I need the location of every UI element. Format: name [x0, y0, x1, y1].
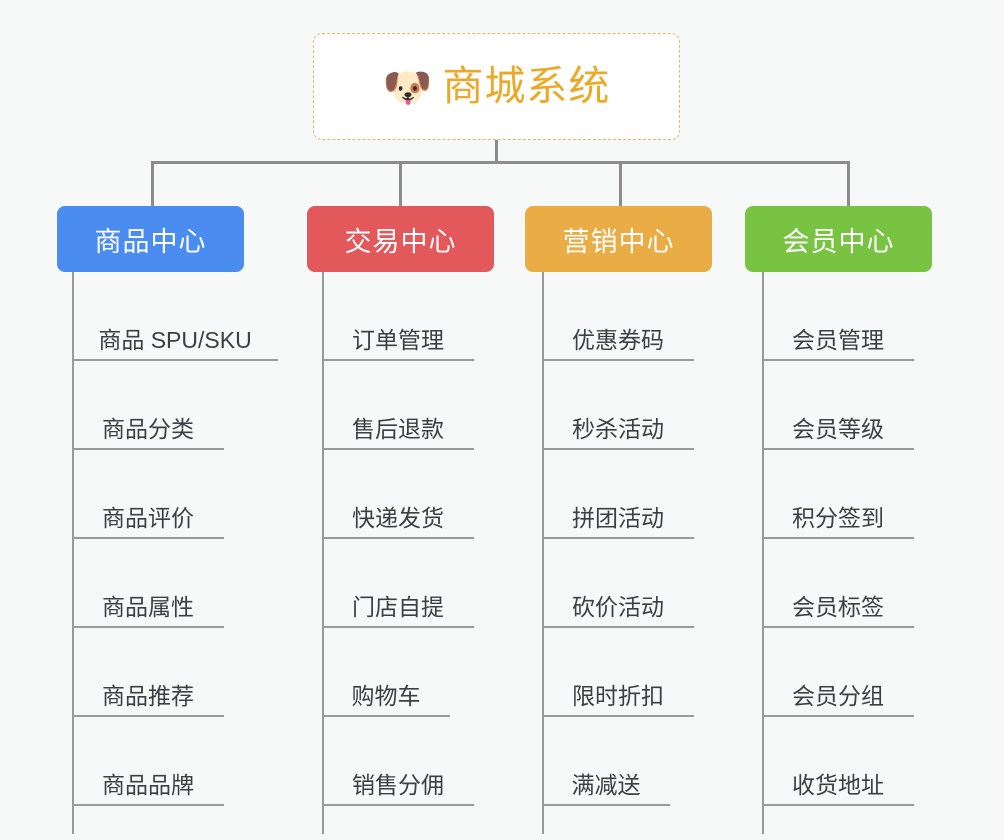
- leaf-label: 砍价活动: [572, 593, 664, 620]
- leaf-item[interactable]: 会员等级: [762, 361, 914, 450]
- connector-root-stem: [495, 140, 498, 164]
- leaf-label: 优惠券码: [572, 326, 664, 353]
- connector-drop-product-center: [151, 161, 154, 207]
- leaf-label: 会员管理: [792, 326, 884, 353]
- branch-trunk: [322, 272, 324, 834]
- leaf-label: 商品属性: [102, 593, 194, 620]
- root-title: 商城系统: [442, 63, 611, 109]
- leaf-label: 满减送: [571, 771, 641, 798]
- leaf-item[interactable]: 商品属性: [72, 539, 224, 628]
- category-label: 营销中心: [562, 226, 675, 257]
- leaf-label: 购物车: [351, 682, 421, 709]
- leaf-item[interactable]: 满减送: [542, 717, 670, 806]
- leaf-label: 商品推荐: [102, 682, 194, 709]
- dog-face-icon: 🐶: [382, 65, 433, 110]
- leaf-item[interactable]: 商品分类: [72, 361, 224, 450]
- category-box-product-center[interactable]: 商品中心: [57, 206, 244, 272]
- leaf-item[interactable]: 商品推荐: [72, 628, 224, 717]
- leaf-item[interactable]: 快递发货: [322, 450, 474, 539]
- leaf-label: 会员分组: [792, 682, 884, 709]
- leaf-item[interactable]: 会员标签: [762, 539, 914, 628]
- leaf-item[interactable]: 售后退款: [322, 361, 474, 450]
- leaf-label: 售后退款: [352, 415, 444, 442]
- branch-trunk: [542, 272, 544, 834]
- leaf-item[interactable]: 销售分佣: [322, 717, 474, 806]
- leaf-label: 限时折扣: [572, 682, 664, 709]
- connector-drop-marketing-center: [619, 161, 622, 207]
- leaf-label: 商品分类: [102, 415, 194, 442]
- leaf-item[interactable]: 订单管理: [322, 272, 474, 361]
- branch-trunk: [72, 272, 74, 834]
- leaf-item[interactable]: 限时折扣: [542, 628, 694, 717]
- category-label: 交易中心: [344, 226, 457, 257]
- leaf-label: 会员等级: [792, 415, 884, 442]
- leaf-label: 订单管理: [352, 326, 444, 353]
- leaf-item[interactable]: 收货地址: [762, 717, 914, 806]
- leaf-item[interactable]: 拼团活动: [542, 450, 694, 539]
- leaf-item[interactable]: 积分签到: [762, 450, 914, 539]
- leaf-item[interactable]: 优惠券码: [542, 272, 694, 361]
- leaf-item[interactable]: 会员分组: [762, 628, 914, 717]
- leaf-label: 收货地址: [792, 771, 884, 798]
- leaf-item[interactable]: 砍价活动: [542, 539, 694, 628]
- leaf-label: 销售分佣: [352, 771, 444, 798]
- leaf-item[interactable]: 门店自提: [322, 539, 474, 628]
- leaf-label: 秒杀活动: [572, 415, 664, 442]
- leaf-label: 商品 SPU/SKU: [98, 326, 252, 353]
- leaf-label: 商品评价: [102, 504, 194, 531]
- leaf-label: 积分签到: [792, 504, 884, 531]
- leaf-label: 商品品牌: [102, 771, 194, 798]
- leaf-item[interactable]: 商品评价: [72, 450, 224, 539]
- connector-drop-trade-center: [399, 161, 402, 207]
- category-box-marketing-center[interactable]: 营销中心: [525, 206, 712, 272]
- connector-drop-member-center: [847, 161, 850, 207]
- category-box-trade-center[interactable]: 交易中心: [307, 206, 494, 272]
- category-label: 会员中心: [782, 226, 895, 257]
- connector-horizontal-bus: [151, 161, 850, 164]
- leaf-item[interactable]: 秒杀活动: [542, 361, 694, 450]
- leaf-item[interactable]: 商品品牌: [72, 717, 224, 806]
- category-box-member-center[interactable]: 会员中心: [745, 206, 932, 272]
- leaf-label: 快递发货: [352, 504, 444, 531]
- branch-trunk: [762, 272, 764, 834]
- leaf-label: 拼团活动: [572, 504, 664, 531]
- root-node[interactable]: 🐶 商城系统: [313, 33, 680, 140]
- leaf-label: 会员标签: [792, 593, 884, 620]
- leaf-item[interactable]: 购物车: [322, 628, 450, 717]
- leaf-item[interactable]: 商品 SPU/SKU: [72, 272, 278, 361]
- leaf-item[interactable]: 会员管理: [762, 272, 914, 361]
- leaf-label: 门店自提: [352, 593, 444, 620]
- category-label: 商品中心: [94, 226, 207, 257]
